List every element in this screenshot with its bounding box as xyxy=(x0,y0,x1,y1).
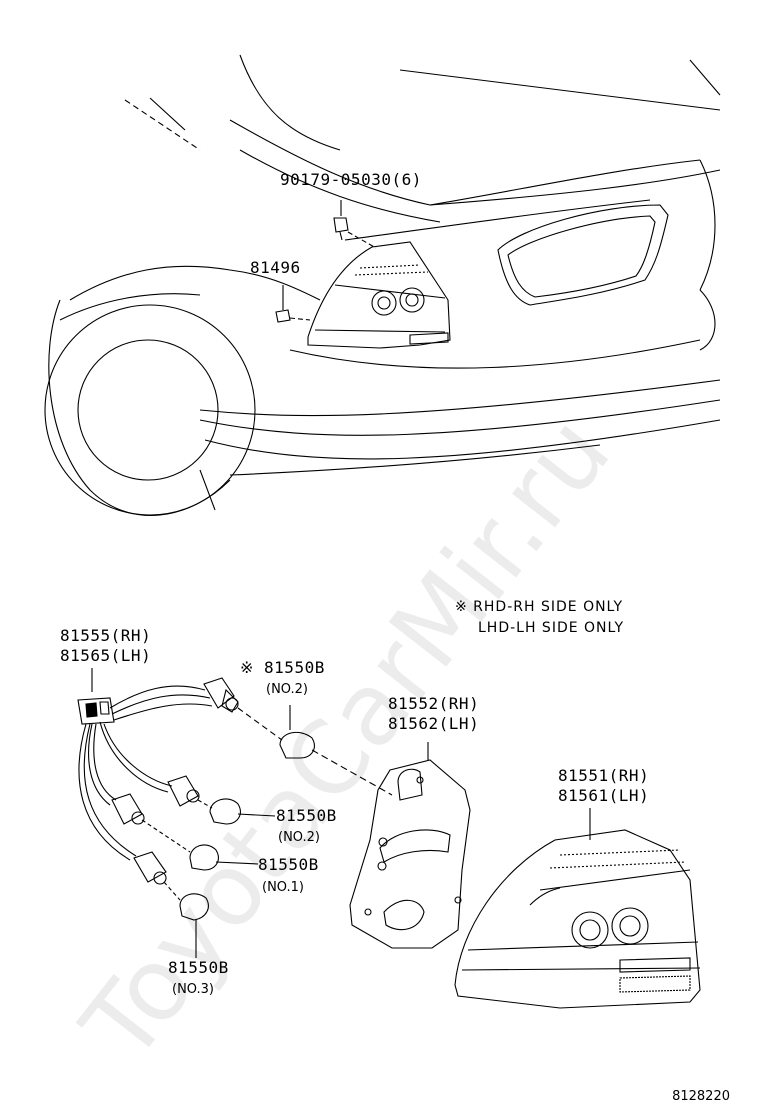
label-bulb-no2-top-sub: (NO.2) xyxy=(266,682,308,697)
tail-lens-icon xyxy=(454,808,701,1009)
label-clip: 81496 xyxy=(250,258,301,277)
label-bulb-no1-sub: (NO.1) xyxy=(262,880,304,895)
screw-nut-icon xyxy=(333,200,377,249)
label-lens-rh: 81551(RH) xyxy=(558,766,650,785)
gasket-icon xyxy=(349,742,471,949)
tail-lamp-on-car xyxy=(307,241,451,349)
bulb-mid-icon xyxy=(197,798,276,825)
label-bulb-no2-mid: 81550B xyxy=(276,806,337,825)
socket-wire-harness xyxy=(77,668,239,885)
note-line1: ※ RHD-RH SIDE ONLY xyxy=(455,599,624,615)
label-bulb-no2-mid-sub: (NO.2) xyxy=(278,830,320,845)
label-bulb-no2-top: ※ 81550B xyxy=(240,658,325,677)
label-socket-wire-lh: 81565(LH) xyxy=(60,646,152,665)
clip-icon xyxy=(275,285,311,323)
label-bulb-no3: 81550B xyxy=(168,958,229,977)
label-lens-lh: 81561(LH) xyxy=(558,786,650,805)
assembly-line xyxy=(311,749,393,796)
label-bulb-no3-sub: (NO.3) xyxy=(172,982,214,997)
label-socket-wire-rh: 81555(RH) xyxy=(60,626,152,645)
bulb-no3-icon xyxy=(163,881,209,958)
label-gasket-rh: 81552(RH) xyxy=(388,694,480,713)
note-line2: LHD-LH SIDE ONLY xyxy=(478,620,625,636)
bulb-top-icon xyxy=(237,705,315,759)
car-rear-body xyxy=(44,54,721,517)
bulb-no1-icon xyxy=(141,819,259,871)
label-gasket-lh: 81562(LH) xyxy=(388,714,480,733)
diagram-code: 8128220 xyxy=(672,1089,730,1104)
label-screw: 90179-05030(6) xyxy=(280,170,422,189)
label-bulb-no1: 81550B xyxy=(258,855,319,874)
